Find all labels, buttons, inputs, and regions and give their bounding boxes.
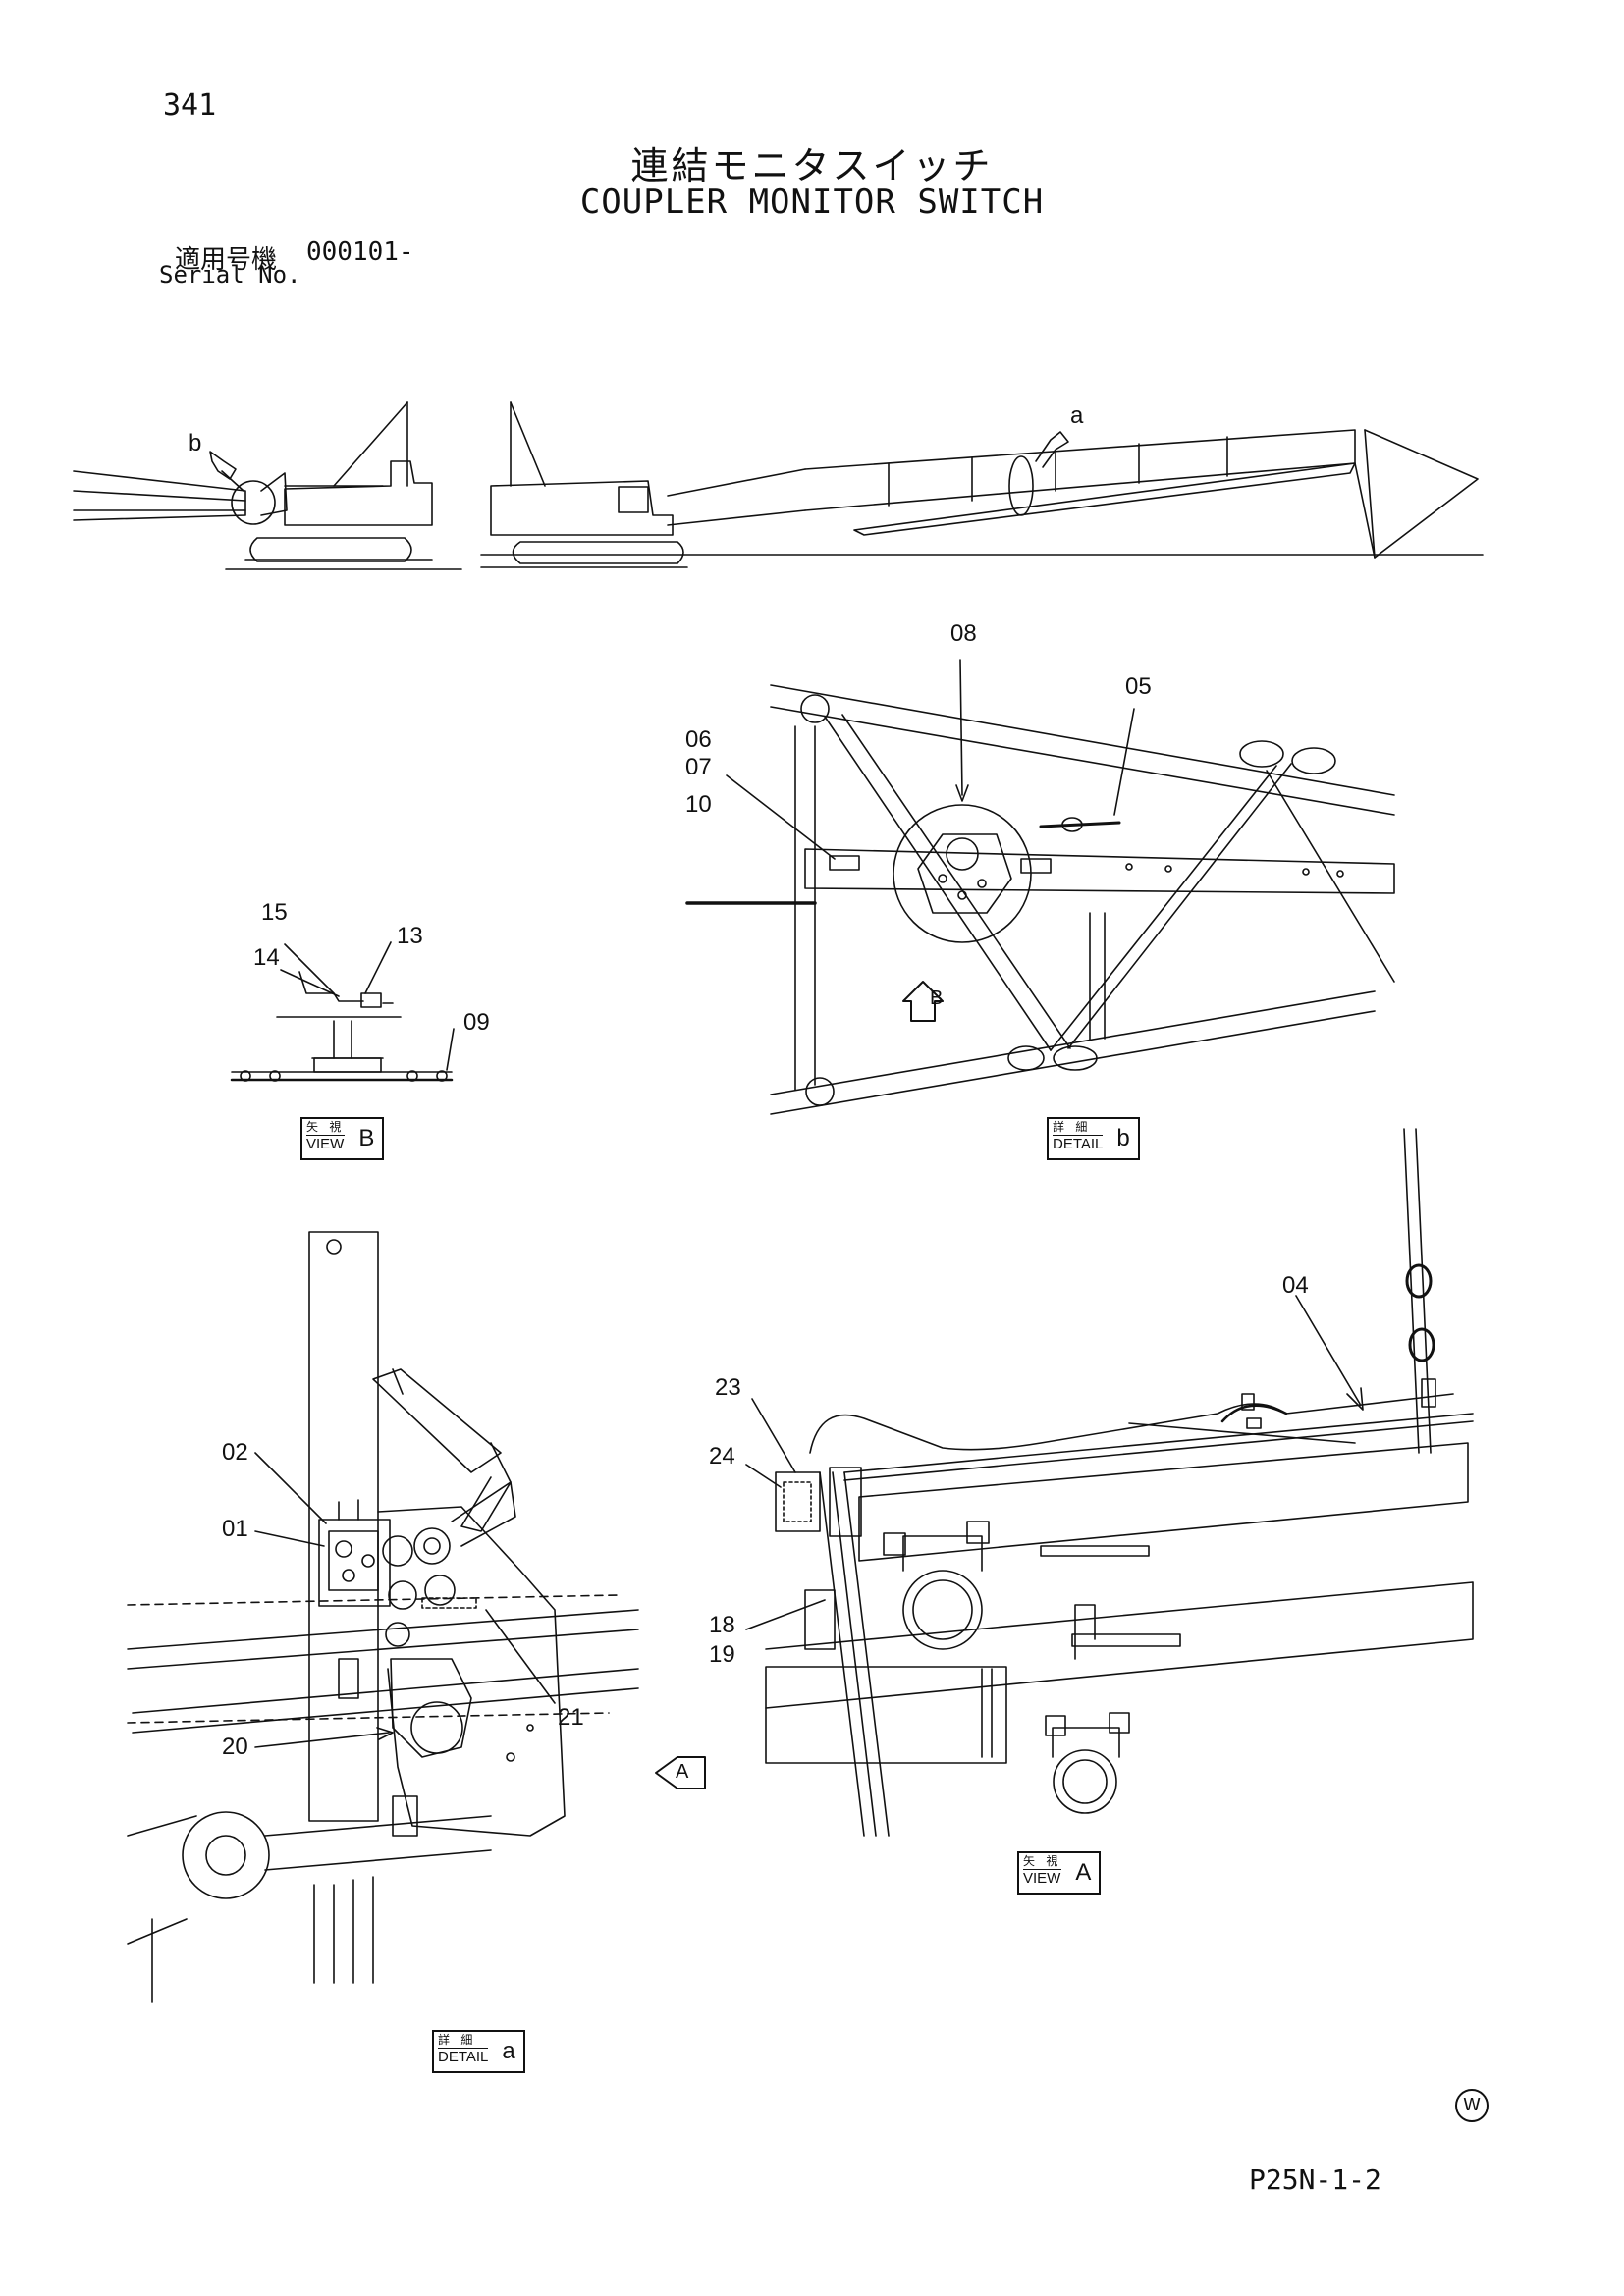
detail-a-drawing [128,1232,705,2002]
part-label-24: 24 [709,1443,735,1469]
overview-crane-left [74,402,461,569]
page-number: 341 [163,88,217,123]
overview-crane-right [481,402,1483,567]
view-b-box-letter: B [358,1125,375,1151]
serial-number-value: 000101- [306,238,414,267]
detail-b-box-english: DETAIL [1053,1136,1104,1152]
part-label-19: 19 [709,1641,735,1668]
serial-label-english: Serial No. [159,261,301,289]
view-a-box-english: VIEW [1023,1870,1061,1887]
view-b-box-english: VIEW [306,1136,345,1152]
overview-callout-b: b [189,430,202,456]
part-label-10: 10 [685,791,712,818]
part-label-07: 07 [685,754,712,780]
serial-label-japanese: 適用号機 [175,245,278,275]
part-label-18: 18 [709,1612,735,1638]
view-a-box: 矢 視 VIEW A [1017,1851,1102,1895]
view-a-box-letter: A [1075,1859,1092,1886]
part-label-08: 08 [950,620,977,647]
arrow-label-a: A [676,1761,689,1783]
part-label-21: 21 [558,1704,584,1731]
part-label-23: 23 [715,1374,741,1401]
part-label-09: 09 [463,1009,490,1036]
part-label-01: 01 [222,1516,248,1542]
detail-a-box-japanese: 詳 細 [438,2032,489,2049]
view-a-box-japanese: 矢 視 [1023,1854,1062,1870]
overview-callout-a: a [1070,402,1084,429]
detail-b-box: 詳 細 DETAIL b [1047,1117,1140,1160]
detail-b-drawing [687,660,1394,1114]
part-label-20: 20 [222,1734,248,1760]
detail-a-box: 詳 細 DETAIL a [432,2030,525,2073]
view-a-drawing [746,1129,1473,1836]
arrow-label-b: B [930,988,944,1009]
page-title-japanese: 連結モニタスイッチ [630,144,994,187]
detail-b-box-letter: b [1116,1125,1130,1151]
page-title-english: COUPLER MONITOR SWITCH [579,183,1045,222]
part-label-13: 13 [397,923,423,949]
detail-a-box-letter: a [502,2038,515,2064]
view-b-drawing [232,942,454,1081]
part-label-14: 14 [253,944,280,971]
view-b-box: 矢 視 VIEW B [300,1117,385,1160]
part-label-02: 02 [222,1439,248,1466]
part-label-15: 15 [261,899,288,926]
part-label-05: 05 [1125,673,1152,700]
part-label-06: 06 [685,726,712,753]
page-code: P25N-1-2 [1249,2163,1381,2196]
part-label-04: 04 [1282,1272,1309,1299]
view-b-box-japanese: 矢 視 [306,1120,346,1136]
detail-a-box-english: DETAIL [438,2049,489,2065]
detail-b-box-japanese: 詳 細 [1053,1119,1104,1136]
w-mark-icon: W [1455,2089,1489,2122]
